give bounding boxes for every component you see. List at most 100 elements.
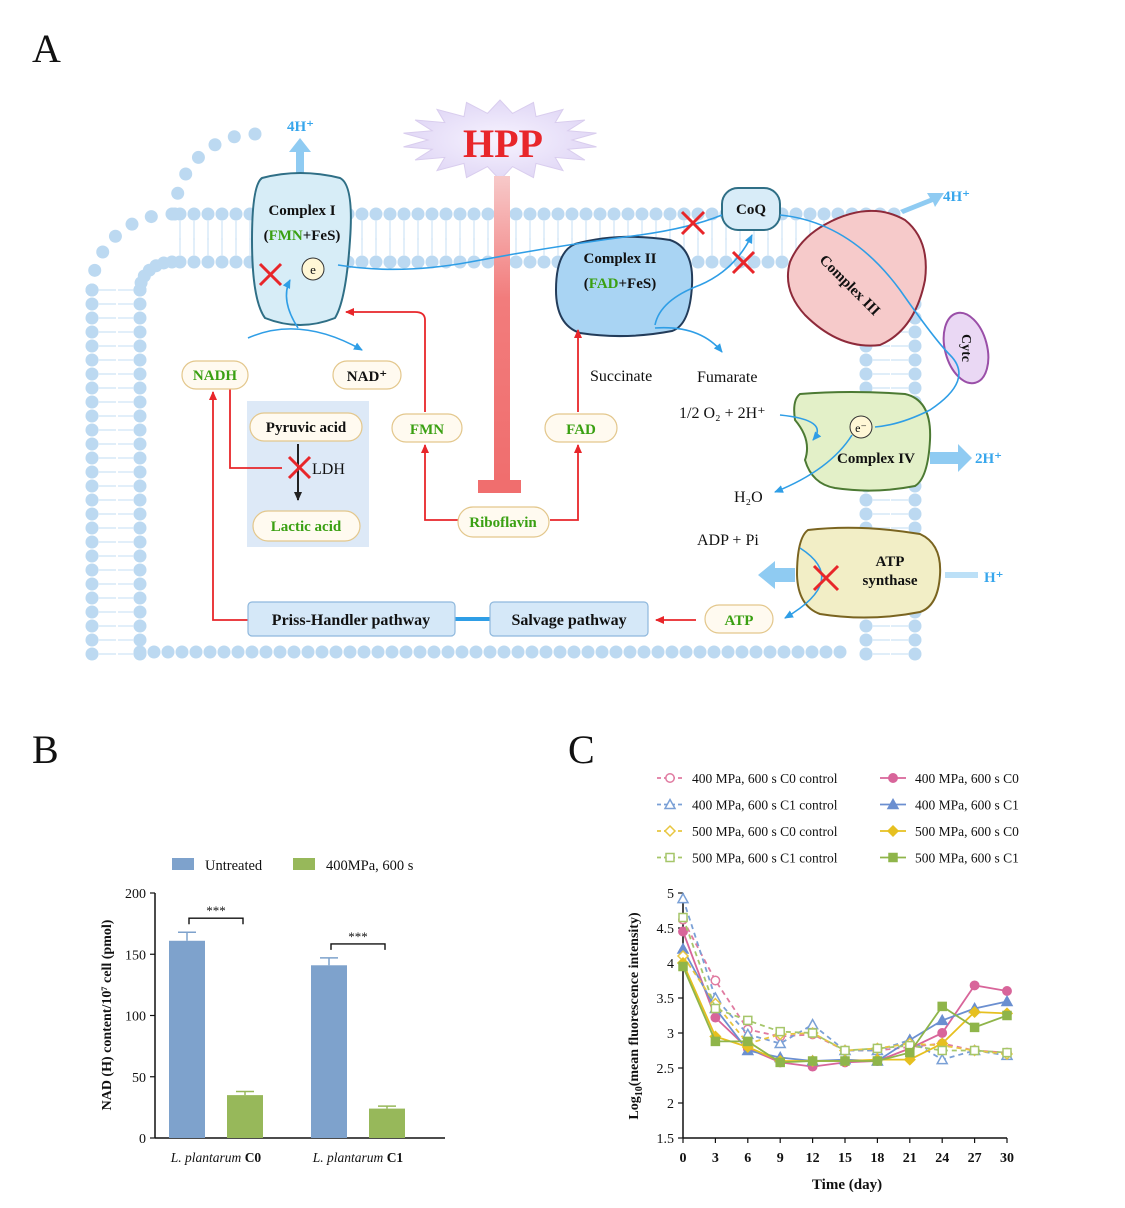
y-tick-label: 1.5 [657, 1132, 675, 1147]
legend-label: Untreated [205, 858, 263, 874]
data-point [937, 1028, 948, 1038]
x-tick-label: 27 [968, 1151, 982, 1166]
x-tick-label: 0 [680, 1151, 687, 1166]
y-tick-label: 3.5 [657, 992, 675, 1007]
x-axis-label: Time (day) [812, 1177, 882, 1193]
fad-label: FAD [566, 422, 596, 438]
water-label: H₂O [734, 489, 763, 506]
data-point [840, 1045, 850, 1056]
x-tick-label: 24 [935, 1151, 949, 1166]
complex-ii: Complex II (FAD+FeS) [554, 235, 694, 338]
data-point [775, 1026, 785, 1037]
complex-i-electron-label: e [310, 262, 316, 277]
proton-label-h: H⁺ [984, 570, 1004, 586]
data-point [888, 852, 898, 863]
data-point [968, 1005, 981, 1019]
lactic-label: Lactic acid [271, 519, 342, 535]
data-point [969, 980, 980, 991]
y-tick-label: 0 [139, 1132, 146, 1147]
data-point [773, 1036, 787, 1049]
x-tick-label: 21 [903, 1151, 917, 1166]
y-tick-label: 2 [667, 1097, 674, 1112]
electron-flow [247, 214, 960, 619]
data-point [935, 1053, 949, 1065]
data-point [743, 1036, 753, 1047]
y-tick-label: 4 [667, 957, 674, 972]
y-tick-label: 100 [125, 1010, 146, 1025]
data-point [665, 852, 675, 863]
data-point [678, 912, 688, 923]
data-point [710, 1003, 721, 1014]
legend-label: 400 MPa, 600 s C0 control [692, 771, 838, 786]
y-axis-label: Log10(mean fluorescence intensity) [627, 912, 645, 1120]
pyruvic-label: Pyruvic acid [266, 420, 347, 436]
data-point [775, 1057, 785, 1068]
data-point [678, 926, 688, 937]
hpp-label: HPP [463, 121, 543, 166]
data-point [663, 824, 677, 838]
svg-text:synthase: synthase [862, 573, 917, 589]
data-point [1002, 1010, 1012, 1021]
y-tick-label: 3 [667, 1027, 674, 1042]
data-point [872, 1056, 883, 1066]
data-point [886, 797, 900, 810]
legend-label: 400 MPa, 600 s C0 [915, 771, 1019, 786]
bar [311, 965, 347, 1138]
plain-labels: Succinate Fumarate 1/2 O₂ + 2H⁺ H₂O ADP … [287, 119, 1004, 586]
hpp-inhibition-cap [478, 480, 521, 493]
svg-text:e⁻: e⁻ [855, 421, 867, 435]
cytochrome-c: Cytc [942, 311, 990, 385]
panel-label-a: A [32, 26, 61, 71]
legend-label: 500 MPa, 600 s C0 control [692, 824, 838, 839]
data-point [1002, 986, 1012, 996]
proton-label-2h: 2H⁺ [975, 451, 1002, 467]
x-tick-label: 9 [777, 1151, 784, 1166]
x-tick-label: 12 [806, 1151, 820, 1166]
svg-text:Cytc: Cytc [958, 334, 973, 362]
succinate-label: Succinate [590, 368, 652, 385]
data-point [663, 797, 677, 810]
y-tick-label: 150 [125, 948, 146, 963]
complex-i: Complex I (FMN+FeS) e [250, 172, 352, 326]
nadh-label: NADH [193, 368, 237, 384]
complex-i-title: Complex I [268, 203, 335, 219]
complex-i-cofactor-line: (FMN+FeS) [264, 228, 341, 244]
data-point [937, 1001, 947, 1012]
data-point [888, 773, 898, 783]
complex-i-electron [301, 257, 325, 281]
y-tick-label: 50 [132, 1071, 146, 1086]
data-point [840, 1056, 850, 1066]
series-line [682, 898, 1008, 1061]
data-point [710, 975, 721, 986]
data-point [872, 1043, 883, 1054]
ldh-label: LDH [312, 461, 345, 478]
svg-text:ATP: ATP [876, 554, 905, 570]
data-point [665, 773, 675, 783]
data-point [807, 1028, 818, 1038]
x-tick-label: 15 [838, 1151, 852, 1166]
data-point [1000, 994, 1014, 1007]
x-tick-label: 6 [744, 1151, 751, 1166]
legend-label: 400 MPa, 600 s C1 [915, 798, 1019, 813]
legend-swatch [172, 858, 194, 870]
data-point [710, 1012, 721, 1023]
bar [227, 1095, 263, 1138]
significance-bracket [330, 943, 386, 950]
data-point [969, 1022, 980, 1033]
hpp-burst: HPP [403, 99, 597, 181]
coq: CoQ [721, 187, 781, 231]
line-chart-fluorescence: 400 MPa, 600 s C0 control 400 MPa, 600 s … [627, 771, 1019, 1193]
oxygen-label: 1/2 O₂ + 2H⁺ [679, 405, 766, 422]
hpp-inhibition-bar [494, 176, 510, 482]
riboflavin-label: Riboflavin [469, 515, 537, 531]
significance-label: *** [348, 929, 368, 944]
salvage-label: Salvage pathway [511, 612, 626, 629]
data-point [1002, 1047, 1012, 1058]
data-point [807, 1056, 818, 1066]
svg-text:CoQ: CoQ [736, 202, 766, 218]
synthesis-arrows [209, 308, 696, 624]
fmn-label: FMN [410, 422, 444, 438]
data-point [905, 1047, 915, 1058]
